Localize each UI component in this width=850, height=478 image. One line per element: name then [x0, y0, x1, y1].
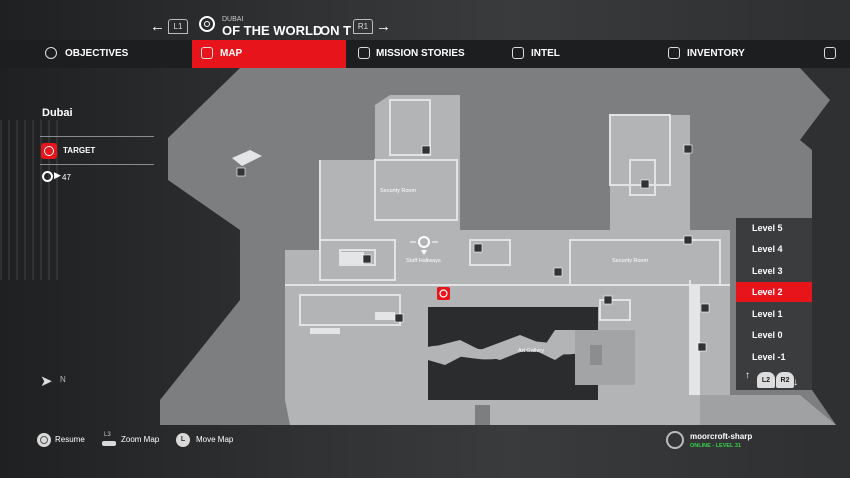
location-name: Dubai	[42, 107, 73, 119]
item-icon	[683, 144, 693, 154]
label-staff-hallways: Staff Hallways	[406, 258, 441, 264]
level-up-arrow-icon: ↑	[745, 370, 750, 381]
mission-stories-icon	[358, 47, 370, 59]
map-floor	[285, 95, 782, 425]
compass-icon: ➤	[40, 373, 53, 390]
level-2-active[interactable]: → Level 2	[736, 282, 812, 302]
title-row: ← L1 DUBAI OF THE WORLD ON T R1 →	[0, 14, 850, 42]
divider	[40, 136, 154, 137]
item-icon	[421, 145, 431, 155]
tab-mission-stories[interactable]: MISSION STORIES	[346, 40, 500, 68]
tab-map-label: MAP	[220, 48, 243, 59]
map-icon	[201, 47, 213, 59]
item-icon	[236, 167, 246, 177]
tab-inventory-label: INVENTORY	[687, 48, 745, 59]
zoom-map-label: Zoom Map	[121, 435, 160, 444]
player-count: 47	[62, 173, 71, 182]
tab-bar: OBJECTIVES MAP MISSION STORIES INTEL INV…	[0, 40, 850, 68]
label-security-room-2: Security Room	[612, 258, 648, 264]
l-stick-button[interactable]: L	[176, 433, 190, 447]
item-icon	[697, 342, 707, 352]
tab-intel-label: INTEL	[531, 48, 560, 59]
tab-mission-stories-label: MISSION STORIES	[376, 48, 465, 59]
level-minus-1[interactable]: Level -1	[752, 352, 786, 362]
trophy-icon	[824, 47, 836, 59]
divider	[40, 164, 154, 165]
intel-icon	[512, 47, 524, 59]
inventory-icon	[668, 47, 680, 59]
level-selector: Level 5 Level 4 Level 3 → Level 2 Level …	[736, 218, 812, 390]
level-1[interactable]: Level 1	[752, 309, 783, 319]
player-direction-icon: ▶	[54, 170, 61, 180]
r1-button[interactable]: R1	[353, 19, 373, 34]
r2-button[interactable]: R2	[776, 372, 794, 388]
map-item-icons	[236, 144, 710, 352]
location-icon	[199, 16, 215, 32]
level-3[interactable]: Level 3	[752, 266, 783, 276]
l1-button[interactable]: L1	[168, 19, 188, 34]
item-icon	[473, 243, 483, 253]
item-icon	[362, 254, 372, 264]
resume-button-icon[interactable]	[37, 433, 51, 447]
profile-name: moorcroft-sharp	[690, 432, 753, 441]
location-small-label: DUBAI	[222, 16, 244, 23]
tab-inventory[interactable]: INVENTORY	[654, 40, 814, 68]
label-art-gallery: Art Gallery	[518, 348, 544, 354]
move-map-label: Move Map	[196, 435, 234, 444]
level-0[interactable]: Level 0	[752, 330, 783, 340]
next-arrow-icon[interactable]: →	[376, 18, 391, 35]
tab-challenges[interactable]	[814, 40, 850, 68]
l2-button[interactable]: L2	[757, 372, 775, 388]
level-5[interactable]: Level 5	[752, 223, 783, 233]
objectives-icon	[45, 47, 57, 59]
tab-intel[interactable]: INTEL	[500, 40, 654, 68]
level-down-arrow-icon: ↓	[793, 377, 798, 388]
level-2-label: Level 2	[752, 287, 783, 297]
item-icon	[603, 295, 613, 305]
level-4[interactable]: Level 4	[752, 244, 783, 254]
art-gallery-void	[428, 307, 598, 350]
item-icon	[394, 313, 404, 323]
l3-label: L3	[104, 432, 111, 438]
item-icon	[553, 267, 563, 277]
tab-objectives-label: OBJECTIVES	[65, 48, 129, 59]
resume-label: Resume	[55, 435, 85, 444]
compass-north-label: N	[60, 375, 66, 384]
item-icon	[700, 303, 710, 313]
target-legend-label: TARGET	[63, 146, 96, 155]
label-security-room-1: Security Room	[380, 188, 416, 194]
map-corridor-strip	[690, 285, 700, 395]
profile-status: ONLINE - LEVEL 31	[690, 443, 741, 449]
target-legend-icon	[41, 143, 57, 159]
mission-title-left: OF THE WORLD	[222, 23, 323, 38]
item-icon	[683, 235, 693, 245]
target-marker-icon	[437, 287, 450, 300]
tab-objectives[interactable]: OBJECTIVES	[0, 40, 192, 68]
player-marker-icon	[410, 236, 438, 255]
mission-title-right: ON T	[320, 23, 352, 38]
tab-map[interactable]: MAP	[192, 40, 346, 68]
item-icon	[640, 179, 650, 189]
selected-arrow-icon: →	[756, 286, 766, 297]
profile-avatar-icon	[666, 431, 684, 449]
l3-stick-icon[interactable]: L3	[102, 432, 116, 447]
player-legend-icon	[42, 171, 53, 182]
prev-arrow-icon[interactable]: ←	[150, 18, 165, 35]
